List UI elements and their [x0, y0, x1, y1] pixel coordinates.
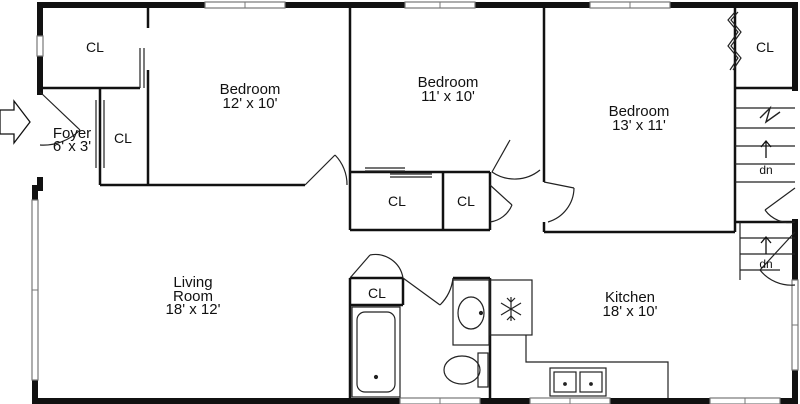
stairs-upper: [735, 105, 795, 183]
living-room-name-line2: Room: [173, 288, 213, 305]
closet-label: CL: [457, 193, 475, 209]
swing-doors: [39, 91, 796, 306]
kitchen-counter: [525, 335, 669, 398]
closet-label: CL: [86, 39, 104, 55]
toilet: [443, 352, 489, 388]
bedroom-2-size: 11' x 10': [421, 88, 475, 105]
stairs-down-label: dn: [759, 163, 772, 177]
entry-arrow-icon: [0, 99, 31, 145]
interior-walls: [40, 5, 795, 401]
arrow-up-icon: [760, 139, 772, 254]
foyer-size: 6' x 3': [53, 138, 91, 155]
living-room-name-line1: Living: [173, 274, 212, 291]
living-room-size: 18' x 12': [166, 301, 221, 318]
closet-label: CL: [388, 193, 406, 209]
bathtub: [351, 306, 401, 398]
kitchen-sink: [549, 367, 607, 397]
kitchen-size: 18' x 10': [603, 303, 658, 320]
stairs-lower: [739, 222, 795, 280]
foyer-name: Foyer: [53, 125, 91, 142]
closet-label: CL: [368, 285, 386, 301]
window-mullions: [32, 2, 798, 404]
stairs-down-label: dn: [759, 257, 772, 271]
sink: [452, 279, 490, 346]
kitchen-name: Kitchen: [605, 289, 655, 306]
closet-label: CL: [114, 130, 132, 146]
refrigerator: [489, 279, 533, 336]
snowflake-icon: [500, 297, 522, 321]
bedroom-3-name: Bedroom: [609, 103, 670, 120]
bedroom-1-size: 12' x 10': [223, 95, 278, 112]
bedroom-3-size: 13' x 11': [612, 117, 666, 134]
bedroom-1-name: Bedroom: [220, 81, 281, 98]
closet-label: CL: [756, 39, 774, 55]
closet-doors: [95, 11, 742, 178]
windows: [31, 1, 799, 404]
exterior-walls: [32, 2, 798, 404]
bedroom-2-name: Bedroom: [418, 74, 479, 91]
